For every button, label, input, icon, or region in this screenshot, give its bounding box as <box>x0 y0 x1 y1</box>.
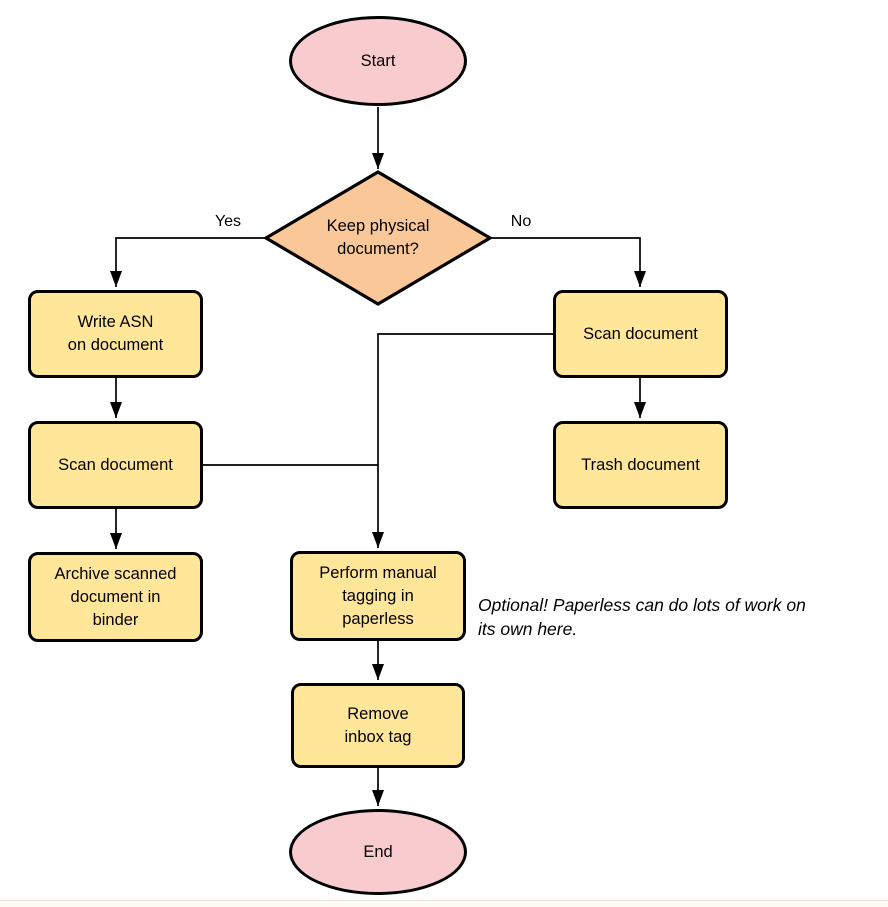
edge-scan-right-to-tagging <box>372 333 553 548</box>
node-write-asn: Write ASN on document <box>28 290 203 378</box>
page-bottom-edge <box>0 900 888 907</box>
node-scan-document-left: Scan document <box>28 421 203 509</box>
node-scan-document-right: Scan document <box>553 290 728 378</box>
optional-note: Optional! Paperless can do lots of work … <box>478 595 806 639</box>
decision-diamond-shape <box>262 170 494 306</box>
node-trash-document: Trash document <box>553 421 728 509</box>
node-remove-inbox-tag: Remove inbox tag <box>291 683 465 768</box>
edge-label-yes: Yes <box>214 213 242 230</box>
edge-decision-yes-to-write-asn <box>110 237 266 287</box>
edge-label-no: No <box>510 213 532 230</box>
node-start: Start <box>289 16 467 106</box>
node-manual-tagging: Perform manual tagging in paperless <box>290 551 466 641</box>
node-end: End <box>289 809 467 895</box>
edge-decision-no-to-scan-right <box>490 237 646 287</box>
node-decision-label: Keep physical document? <box>326 217 430 258</box>
node-archive-binder: Archive scanned document in binder <box>28 552 203 642</box>
